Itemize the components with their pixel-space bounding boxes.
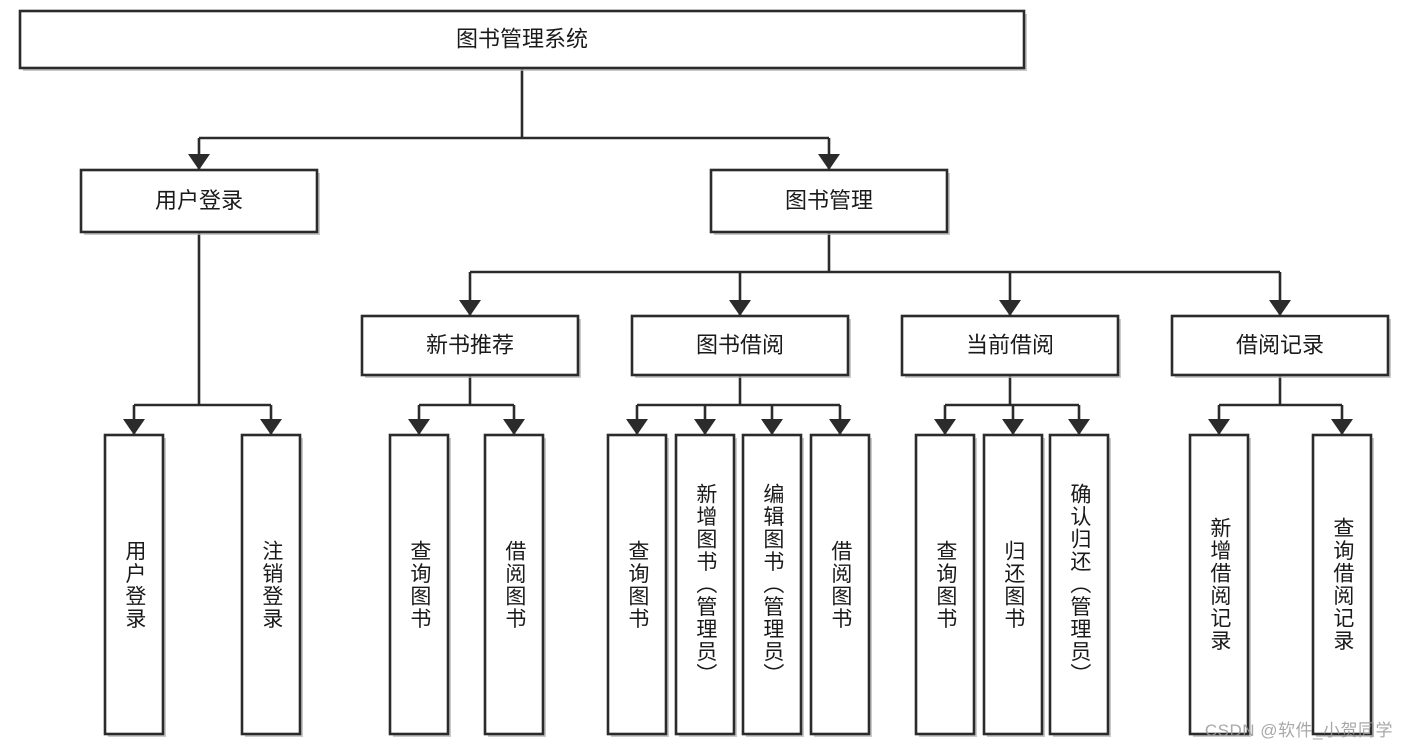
node-leaf-add-record[interactable] [1188, 433, 1251, 737]
connector-arrowhead [1269, 300, 1291, 316]
connector-arrowhead [123, 419, 145, 435]
node-leaf-query-book-borrow[interactable] [606, 433, 669, 737]
node-user-login[interactable]: 用户登录 [79, 168, 320, 235]
watermark-text: CSDN @软件_小贺同学 [1204, 721, 1393, 740]
connector-arrowhead [694, 419, 716, 435]
node-root[interactable]: 图书管理系统 [18, 9, 1027, 71]
node-box[interactable] [240, 433, 302, 736]
node-box[interactable] [79, 168, 319, 234]
node-box[interactable] [1188, 433, 1250, 736]
node-box[interactable] [914, 433, 976, 736]
node-box[interactable] [18, 9, 1026, 70]
node-label: 图书管理 [785, 188, 873, 213]
node-box[interactable] [1048, 433, 1110, 736]
connector-arrowhead [1068, 419, 1090, 435]
node-box[interactable] [1311, 433, 1373, 736]
connector-arrowhead [626, 419, 648, 435]
node-label: 用户登录 [155, 188, 243, 213]
node-leaf-add-book[interactable] [674, 433, 737, 737]
connector-arrowhead [1331, 419, 1353, 435]
node-leaf-borrow-book[interactable] [809, 433, 872, 737]
node-box[interactable] [483, 433, 545, 736]
connector-arrowhead [818, 154, 840, 170]
node-box[interactable] [1170, 314, 1390, 377]
node-leaf-borrow-book-rec[interactable] [483, 433, 546, 737]
node-label: 图书管理系统 [456, 26, 588, 51]
node-box[interactable] [982, 433, 1044, 736]
node-box[interactable] [709, 168, 949, 234]
node-leaf-query-book-rec[interactable] [388, 433, 451, 737]
connector-arrowhead [408, 419, 430, 435]
connector-arrowhead [829, 419, 851, 435]
node-leaf-query-record[interactable] [1311, 433, 1374, 737]
node-box[interactable] [606, 433, 668, 736]
node-leaf-query-book-cur[interactable] [914, 433, 977, 737]
node-box[interactable] [674, 433, 736, 736]
node-label: 借阅记录 [1236, 332, 1324, 357]
node-leaf-confirm-return[interactable] [1048, 433, 1111, 737]
node-box[interactable] [388, 433, 450, 736]
connector-arrowhead [761, 419, 783, 435]
connector-arrowhead [260, 419, 282, 435]
node-box[interactable] [103, 433, 165, 736]
connector-arrowhead [188, 154, 210, 170]
node-book-borrow[interactable]: 图书借阅 [630, 314, 851, 378]
node-book-manage[interactable]: 图书管理 [709, 168, 950, 235]
node-label: 新书推荐 [426, 332, 514, 357]
node-leaf-edit-book[interactable] [741, 433, 804, 737]
node-leaf-logout[interactable] [240, 433, 303, 737]
connector-arrowhead [999, 300, 1021, 316]
node-box[interactable] [809, 433, 871, 736]
node-box[interactable] [360, 314, 580, 377]
connector-layer [123, 68, 1353, 435]
connector-arrowhead [934, 419, 956, 435]
connector-arrowhead [459, 300, 481, 316]
node-box[interactable] [630, 314, 850, 377]
node-label: 当前借阅 [966, 332, 1054, 357]
node-box[interactable] [741, 433, 803, 736]
node-box[interactable] [900, 314, 1120, 377]
connector-arrowhead [729, 300, 751, 316]
node-borrow-record[interactable]: 借阅记录 [1170, 314, 1391, 378]
node-label: 图书借阅 [696, 332, 784, 357]
connector-arrowhead [1208, 419, 1230, 435]
node-current-borrow[interactable]: 当前借阅 [900, 314, 1121, 378]
connector-arrowhead [503, 419, 525, 435]
node-new-book-rec[interactable]: 新书推荐 [360, 314, 581, 378]
node-leaf-return-book[interactable] [982, 433, 1045, 737]
connector-arrowhead [1002, 419, 1024, 435]
node-leaf-user-login[interactable] [103, 433, 166, 737]
